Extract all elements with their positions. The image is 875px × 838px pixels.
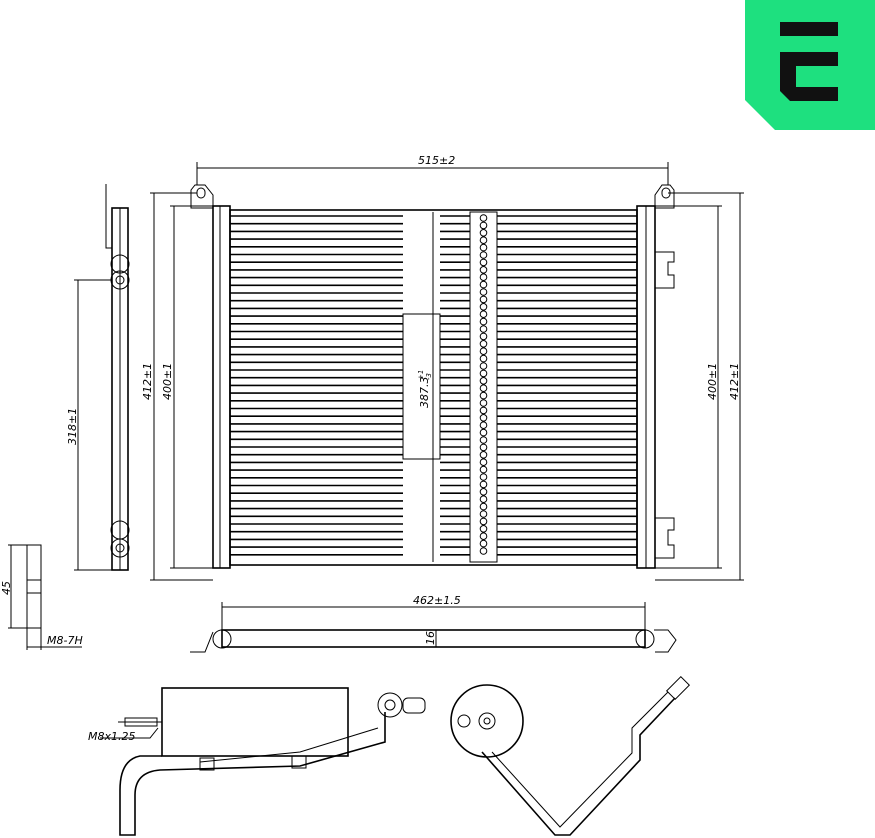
tube-number-marker [479,214,488,222]
tube-number-marker [479,465,488,474]
tube-number-marker [479,488,488,496]
tube-number-marker [479,539,488,548]
dim-core-height-tol-upper: +1 [417,370,425,380]
dim-height-overall-right: 412±1 [728,363,741,400]
dim-core-height: 387.3 [418,377,431,409]
tube-number-marker [479,288,488,296]
tube-number-marker [479,280,488,289]
tube-number-marker [479,458,488,467]
tube-number-marker [479,421,488,430]
bracket-detail: 45 M8-7H [0,544,83,650]
tube-number-marker [479,362,488,370]
tube-number-marker [479,428,488,437]
dim-width-overall: 515±2 [418,154,455,167]
tube-number-marker [479,332,488,341]
tube-number-column [469,211,498,563]
dimensions-right: 400±1 412±1 [655,192,744,581]
tube-number-marker [479,273,488,282]
tube-number-marker [479,547,488,555]
dimension-width-overall: 515±2 [196,154,669,185]
bottom-view: 462±1.5 16 [190,594,677,653]
tube-number-marker [479,502,488,511]
dim-thread-bracket: M8-7H [47,634,83,647]
tube-number-marker [479,221,488,230]
dim-core-width: 462±1.5 [413,594,461,607]
tube-number-marker [479,399,488,407]
tube-number-marker [479,243,488,252]
tube-number-marker [479,325,488,333]
tube-number-marker [479,391,488,400]
tube-number-marker [479,377,488,385]
tube-number-marker [479,495,488,504]
dim-height-overall-left: 412±1 [141,363,154,400]
dim-bracket-height: 45 [0,581,13,595]
tube-number-marker [479,532,488,541]
tube-number-marker [479,436,488,444]
tube-number-marker [479,384,488,393]
dim-thread-drier: M8x1.25 [88,730,136,743]
tube-number-marker [479,451,488,459]
dim-height-core-left: 400±1 [161,363,174,400]
tube-number-marker [479,473,488,481]
dim-depth: 16 [424,631,437,645]
tube-number-marker [479,510,488,518]
dim-core-height-tol-lower: -3 [425,373,433,380]
tube-number-markers [479,214,488,555]
tube-number-marker [479,229,488,237]
tube-number-marker [479,480,488,489]
receiver-drier-front-view [450,675,691,836]
tube-number-marker [479,406,488,415]
tube-number-marker [479,443,488,452]
tube-number-marker [479,354,488,363]
tube-number-marker [479,317,488,326]
tube-number-marker [479,347,488,356]
header-tanks [212,205,675,569]
dimension-core-height: 387.3 +1 -3 [402,212,441,562]
tube-number-marker [479,525,488,533]
tube-number-marker [479,251,488,259]
tube-number-marker [479,236,488,244]
side-view: 318±1 [66,184,130,571]
dim-mount-spacing: 318±1 [66,408,79,445]
tube-number-marker [479,258,488,267]
dim-height-core-right: 400±1 [706,363,719,400]
tube-number-marker [479,517,488,526]
tube-number-marker [479,295,488,304]
dimensions-left: 412±1 400±1 [141,192,213,581]
tube-number-marker [479,340,488,348]
tube-number-marker [479,369,488,378]
tube-number-marker [479,266,488,274]
condenser-fins [230,215,637,556]
tube-number-marker [479,303,488,311]
mounting-ears [190,184,675,209]
tube-number-marker [479,310,488,319]
receiver-drier-side-view: M8x1.25 [88,687,426,836]
tube-number-marker [479,414,488,422]
brand-logo [745,0,875,130]
